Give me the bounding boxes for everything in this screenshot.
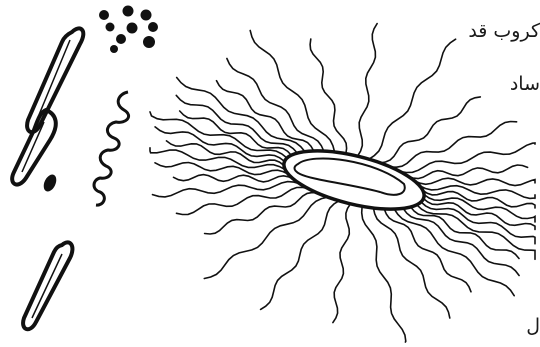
cell-body — [278, 139, 429, 220]
flagellum — [180, 111, 292, 155]
flagellum — [373, 208, 449, 318]
spiral-bacterium-drawing — [94, 92, 129, 205]
flagellum — [400, 143, 535, 173]
rod-bacteria-drawing — [12, 28, 83, 329]
flagellum — [421, 202, 535, 244]
flagellum — [333, 204, 351, 323]
flagellum — [150, 112, 287, 158]
flagellum — [250, 31, 334, 153]
flagellum — [408, 165, 528, 179]
flagellum — [261, 201, 339, 310]
flagellum — [394, 209, 514, 296]
text-fragment-line-1: كروب قد — [468, 22, 540, 41]
flagellum — [205, 193, 318, 234]
flagellum — [174, 175, 294, 182]
flagellum — [420, 186, 536, 199]
flagellum — [358, 24, 378, 157]
flagellum — [380, 97, 480, 163]
flagellum — [415, 178, 536, 185]
flagellum — [403, 208, 519, 275]
flagellum — [153, 182, 301, 197]
flagellum — [177, 187, 309, 214]
flagellum — [384, 209, 471, 292]
flagellum — [390, 122, 516, 168]
flagellum — [362, 206, 406, 342]
flagellum — [155, 127, 284, 161]
cocci-cluster-drawing — [99, 6, 158, 54]
text-fragment-line-3: ل — [526, 317, 540, 336]
text-fragment-line-2: ساد — [510, 75, 540, 94]
flagellum — [310, 39, 347, 154]
flagellated-bacillus-drawing — [150, 24, 535, 342]
flagellum — [417, 205, 535, 259]
flagellum — [177, 78, 305, 152]
